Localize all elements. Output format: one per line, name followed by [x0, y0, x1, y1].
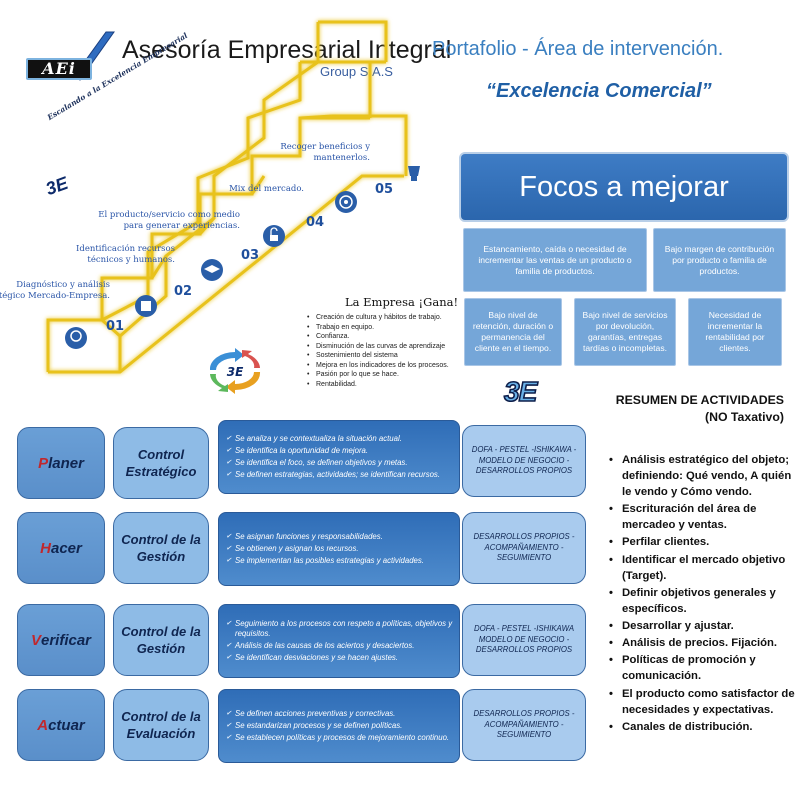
list-item: Perfilar clientes.	[606, 534, 796, 550]
control-box: Control de la Gestión	[113, 604, 209, 676]
action-item: Seguimiento a los procesos con respeto a…	[226, 619, 453, 640]
brand-3e-large: 3E	[503, 375, 538, 408]
action-item: Se estandarizan procesos y se definen po…	[226, 721, 453, 732]
graduation-cap-icon	[201, 259, 223, 281]
tools-box: DOFA - PESTEL -ISHIKAWA - MODELO DE NEGO…	[462, 425, 586, 497]
focos-title: Focos a mejorar	[459, 152, 789, 222]
list-item: Mejora en los indicadores de los proceso…	[306, 361, 466, 371]
step-04-text: Mix del mercado.	[229, 184, 304, 194]
foco-box: Bajo margen de contribución por producto…	[653, 228, 786, 292]
step-number: 05	[375, 182, 393, 197]
step-number: 04	[306, 215, 324, 230]
action-item: Se identifica el foco, se definen objeti…	[226, 458, 453, 469]
phase-initial: V	[30, 631, 41, 649]
logo-badge: AEi	[26, 58, 92, 80]
list-item: Análisis estratégico del objeto; definie…	[606, 452, 796, 500]
list-item: Sostenimiento del sistema	[306, 351, 466, 361]
action-item: Se establecen políticas y procesos de me…	[226, 733, 453, 744]
list-item: Rentabilidad.	[306, 380, 466, 390]
list-item: Escrituración del área de mercadeo y ven…	[606, 501, 796, 533]
stairs-diagram: 01 02 03 04 05	[46, 20, 420, 374]
phase-rest: laner	[48, 454, 84, 472]
empresa-benefits-list: Creación de cultura y hábitos de trabajo…	[306, 313, 466, 389]
company-group: Group S.A.S	[320, 64, 393, 79]
empresa-title: La Empresa ¡Gana!	[345, 295, 459, 309]
action-item: Se analiza y se contextualiza la situaci…	[226, 434, 453, 445]
list-item: Identificar el mercado objetivo (Target)…	[606, 552, 796, 584]
control-box: Control Estratégico	[113, 427, 209, 499]
trophy-icon	[408, 166, 420, 181]
action-item: Se definen acciones preventivas y correc…	[226, 709, 453, 720]
phase-initial: A	[37, 716, 49, 734]
resumen-title: RESUMEN DE ACTIVIDADES (NO Taxativo)	[615, 393, 784, 424]
step-number: 02	[174, 284, 192, 299]
head-gear-icon	[65, 327, 87, 349]
foco-box: Bajo nivel de servicios por devolución, …	[574, 298, 676, 366]
target-icon	[335, 191, 357, 213]
padlock-icon	[263, 225, 285, 247]
actions-box: Se definen acciones preventivas y correc…	[218, 689, 460, 763]
step-02-text: Identificación recursos técnicos y human…	[76, 244, 175, 265]
excellence-title: “Excelencia Comercial”	[486, 80, 712, 102]
company-name: Asesoría Empresarial Integral	[122, 36, 452, 64]
action-item: Se asignan funciones y responsabilidades…	[226, 532, 453, 543]
list-item: Definir objetivos generales y específico…	[606, 585, 796, 617]
list-item: Desarrollar y ajustar.	[606, 618, 796, 634]
list-item: Creación de cultura y hábitos de trabajo…	[306, 313, 466, 323]
step-number: 01	[106, 319, 124, 334]
action-item: Análisis de las causas de los aciertos y…	[226, 641, 453, 652]
action-item: Se obtienen y asignan los recursos.	[226, 544, 453, 555]
actions-box: Se analiza y se contextualiza la situaci…	[218, 420, 460, 494]
list-item: Disminución de las curvas de aprendizaje	[306, 342, 466, 352]
stairs-outline	[46, 20, 408, 374]
step-01-text: Diagnóstico y análisis estratégico Merca…	[0, 280, 110, 301]
phase-initial: P	[38, 454, 49, 472]
tools-box: DOFA - PESTEL -ISHIKAWA MODELO DE NEGOCI…	[462, 604, 586, 676]
control-box: Control de la Gestión	[113, 512, 209, 584]
control-box: Control de la Evaluación	[113, 689, 209, 761]
tools-box: DESARROLLOS PROPIOS - ACOMPAÑAMIENTO - S…	[462, 689, 586, 761]
portfolio-title: Portafolio - Área de intervención.	[432, 38, 724, 60]
puzzle-icon	[135, 295, 157, 317]
phase-rest: erificar	[40, 631, 92, 649]
action-item: Se identifican desviaciones y se hacen a…	[226, 653, 453, 664]
company-logo: AEi	[26, 30, 118, 82]
actions-box: Seguimiento a los procesos con respeto a…	[218, 604, 460, 678]
resumen-activities-list: Análisis estratégico del objeto; definie…	[606, 452, 796, 736]
cycle-label: 3E	[227, 365, 244, 379]
list-item: Trabajo en equipo.	[306, 323, 466, 333]
step-number: 03	[241, 248, 259, 263]
foco-box: Estancamiento, caída o necesidad de incr…	[463, 228, 647, 292]
foco-box: Necesidad de incrementar la rentabilidad…	[688, 298, 782, 366]
phase-initial: H	[40, 539, 51, 557]
step-05-text: Recoger beneficios y mantenerlos.	[280, 142, 370, 163]
list-item: Canales de distribución.	[606, 719, 796, 735]
actions-box: Se asignan funciones y responsabilidades…	[218, 512, 460, 586]
action-item: Se identifica la oportunidad de mejora.	[226, 446, 453, 457]
list-item: Confianza.	[306, 332, 466, 342]
foco-box: Bajo nivel de retención, duración o perm…	[464, 298, 562, 366]
list-item: Análisis de precios. Fijación.	[606, 635, 796, 651]
cycle-arrows-icon: 3E	[209, 348, 261, 394]
phase-rest: ctuar	[48, 716, 85, 734]
tools-box: DESARROLLOS PROPIOS - ACOMPAÑAMIENTO - S…	[462, 512, 586, 584]
action-item: Se implementan las posibles estrategias …	[226, 556, 453, 567]
phase-rest: acer	[50, 539, 82, 557]
step-03-text: El producto/servicio como medio para gen…	[98, 210, 240, 231]
list-item: El producto como satisfactor de necesida…	[606, 686, 796, 718]
list-item: Políticas de promoción y comunicación.	[606, 652, 796, 684]
action-item: Se definen estrategias, actividades; se …	[226, 470, 453, 481]
list-item: Pasión por lo que se hace.	[306, 370, 466, 380]
